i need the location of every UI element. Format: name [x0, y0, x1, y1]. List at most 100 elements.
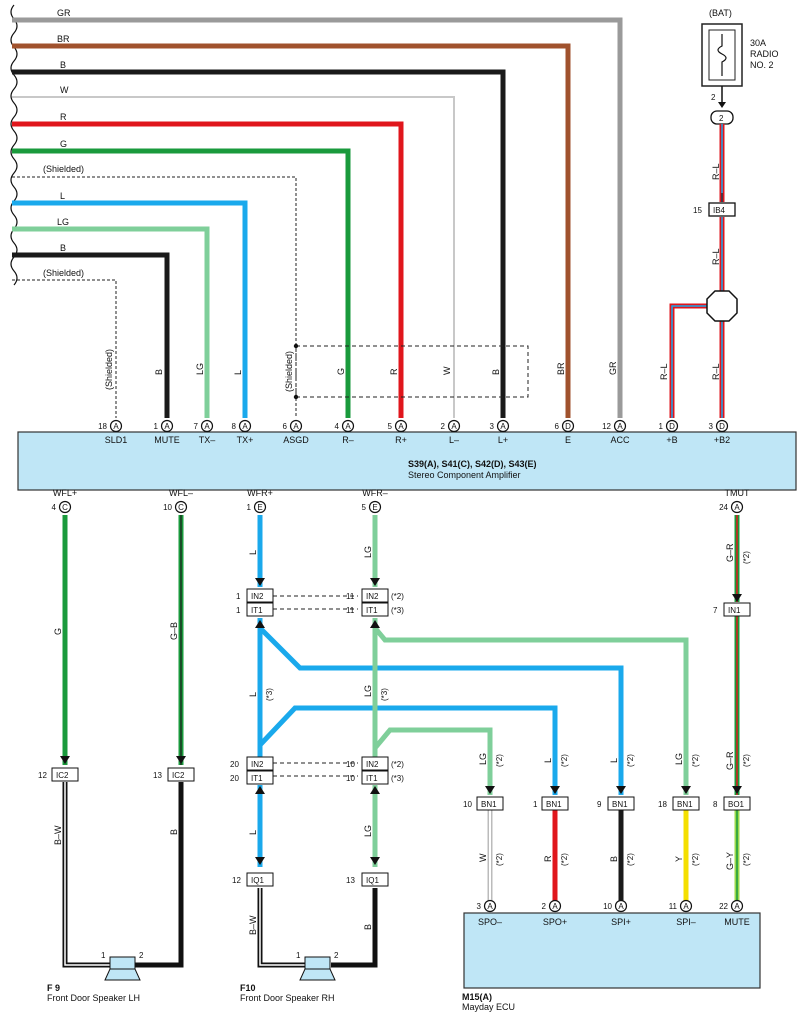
amp-bottom-pin-label: WFR– [362, 488, 388, 498]
svg-text:R–L: R–L [711, 363, 721, 380]
top-wires [12, 17, 623, 418]
amp-top-pin-conn: A [164, 422, 170, 431]
amp-top-pin-num: 4 [335, 422, 340, 431]
amp-top-pin-conn: A [398, 422, 404, 431]
amp-top-pin-label: TX+ [237, 435, 254, 445]
svg-text:20: 20 [230, 760, 239, 769]
wire-w [12, 96, 455, 418]
svg-text:2: 2 [334, 951, 339, 960]
bat-label: (BAT) [709, 8, 732, 18]
amp-top-pin-num: 3 [709, 422, 714, 431]
svg-text:11: 11 [346, 606, 355, 615]
svg-text:IT1: IT1 [251, 606, 263, 615]
mayday-pin-label: SPI+ [611, 917, 631, 927]
svg-text:IN2: IN2 [251, 760, 264, 769]
svg-text:W: W [478, 853, 488, 862]
svg-text:IN2: IN2 [366, 760, 379, 769]
svg-text:1: 1 [236, 606, 241, 615]
wire-sh2 [12, 279, 117, 418]
svg-text:R: R [389, 368, 399, 375]
amp-top-pin-conn: A [451, 422, 457, 431]
amp-top-pin-num: 7 [194, 422, 199, 431]
wire-lg [12, 226, 210, 418]
amp-top-pin-conn: A [113, 422, 119, 431]
speaker-rh: 1 2 F10 Front Door Speaker RH [240, 951, 339, 1003]
amp-top-pin-label: L+ [498, 435, 508, 445]
svg-text:Front Door Speaker LH: Front Door Speaker LH [47, 993, 140, 1003]
label-lg: LG [57, 217, 69, 227]
mayday-pin-label: SPO– [478, 917, 502, 927]
svg-text:R–L: R–L [711, 163, 721, 180]
label-l: L [60, 191, 65, 201]
amp-top-pin-conn: A [345, 422, 351, 431]
svg-text:RADIO: RADIO [750, 49, 779, 59]
svg-text:LG: LG [363, 546, 373, 558]
wire-gr [12, 17, 623, 418]
amp-bottom-pin-conn: E [257, 503, 262, 512]
svg-text:IT1: IT1 [251, 774, 263, 783]
mayday-pin-label: SPI– [676, 917, 696, 927]
amp-bottom-pin-label: WFR+ [247, 488, 273, 498]
svg-text:LG: LG [478, 753, 488, 765]
amp-top-pin-label: MUTE [154, 435, 180, 445]
amp-top-pin-9: D6E [555, 419, 575, 445]
amp-top-pin-num: 8 [232, 422, 237, 431]
svg-text:(*2): (*2) [742, 551, 751, 564]
svg-text:10: 10 [346, 760, 355, 769]
svg-text:18: 18 [658, 800, 667, 809]
amp-top-pin-label: +B2 [714, 435, 730, 445]
svg-text:IB4: IB4 [713, 206, 726, 215]
svg-text:10: 10 [463, 800, 472, 809]
svg-text:IN2: IN2 [251, 592, 264, 601]
mayday-pin-num: 11 [669, 902, 678, 911]
amp-top-pin-label: SLD1 [105, 435, 128, 445]
svg-text:BO1: BO1 [728, 800, 745, 809]
amp-bottom-pin-label: WFL– [169, 488, 193, 498]
label-w: W [60, 85, 69, 95]
svg-text:NO. 2: NO. 2 [750, 60, 774, 70]
svg-text:30A: 30A [750, 38, 766, 48]
speaker-lh: 1 2 F 9 Front Door Speaker LH [47, 951, 144, 1003]
wire-r [12, 121, 404, 418]
svg-text:IC2: IC2 [56, 771, 69, 780]
connector-arrows [60, 578, 742, 865]
amp-top-pin-num: 2 [441, 422, 446, 431]
label-br: BR [57, 34, 70, 44]
amp-bottom-pin-conn: C [62, 503, 68, 512]
amp-bottom-pin-num: 10 [163, 503, 172, 512]
amp-top-pin-conn: A [293, 422, 299, 431]
svg-text:9: 9 [597, 800, 602, 809]
svg-text:L: L [233, 370, 243, 375]
wire-br [12, 43, 571, 418]
vertical-labels: (Shielded) B LG L (Shielded) G R W B BR … [104, 163, 721, 392]
svg-text:(*2): (*2) [560, 754, 569, 767]
svg-text:2: 2 [711, 93, 716, 102]
svg-text:(*3): (*3) [391, 774, 404, 783]
svg-text:GR: GR [608, 361, 618, 375]
wire-b1 [12, 69, 506, 418]
svg-text:1: 1 [296, 951, 301, 960]
svg-text:B: B [491, 369, 501, 375]
svg-text:L: L [609, 758, 619, 763]
svg-text:(*2): (*2) [626, 754, 635, 767]
svg-text:LG: LG [363, 685, 373, 697]
svg-text:20: 20 [230, 774, 239, 783]
amp-top-pin-num: 6 [283, 422, 288, 431]
svg-text:(*3): (*3) [391, 606, 404, 615]
svg-text:8: 8 [713, 800, 718, 809]
amp-bottom-pin-num: 4 [52, 503, 57, 512]
amp-top-pin-conn: D [719, 422, 725, 431]
amp-top-pin-5: A4R– [335, 419, 355, 445]
mayday-pin-num: 10 [603, 902, 612, 911]
mayday-pin-conn: A [487, 902, 493, 911]
svg-text:IQ1: IQ1 [366, 876, 379, 885]
svg-text:R: R [543, 855, 553, 862]
svg-text:12: 12 [38, 771, 47, 780]
amp-top-pin-conn: A [242, 422, 248, 431]
